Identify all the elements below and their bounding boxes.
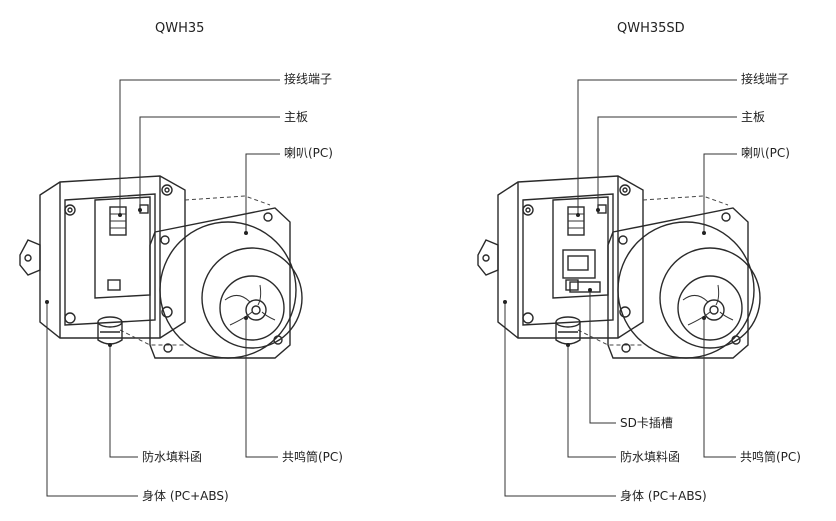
label-speaker-right: 喇叭(PC) — [741, 146, 790, 160]
model-title-qwh35sd: QWH35SD — [617, 21, 685, 36]
label-speaker-left: 喇叭(PC) — [284, 146, 333, 160]
label-gland-right: 防水填料函 — [620, 450, 681, 464]
device-qwh35 — [19, 79, 303, 497]
label-board-right: 主板 — [741, 110, 766, 124]
label-gland-left: 防水填料函 — [142, 450, 203, 464]
label-sd-slot-right: SD卡插槽 — [620, 416, 673, 430]
label-terminal-right: 接线端子 — [741, 72, 790, 86]
device-qwh35sd — [477, 79, 761, 497]
label-body-left: 身体 (PC+ABS) — [142, 489, 229, 503]
label-resonator-left: 共鸣筒(PC) — [282, 450, 343, 464]
label-terminal-left: 接线端子 — [284, 72, 333, 86]
label-body-right: 身体 (PC+ABS) — [620, 489, 707, 503]
model-title-qwh35: QWH35 — [155, 21, 205, 36]
label-board-left: 主板 — [284, 110, 309, 124]
label-resonator-right: 共鸣筒(PC) — [740, 450, 801, 464]
